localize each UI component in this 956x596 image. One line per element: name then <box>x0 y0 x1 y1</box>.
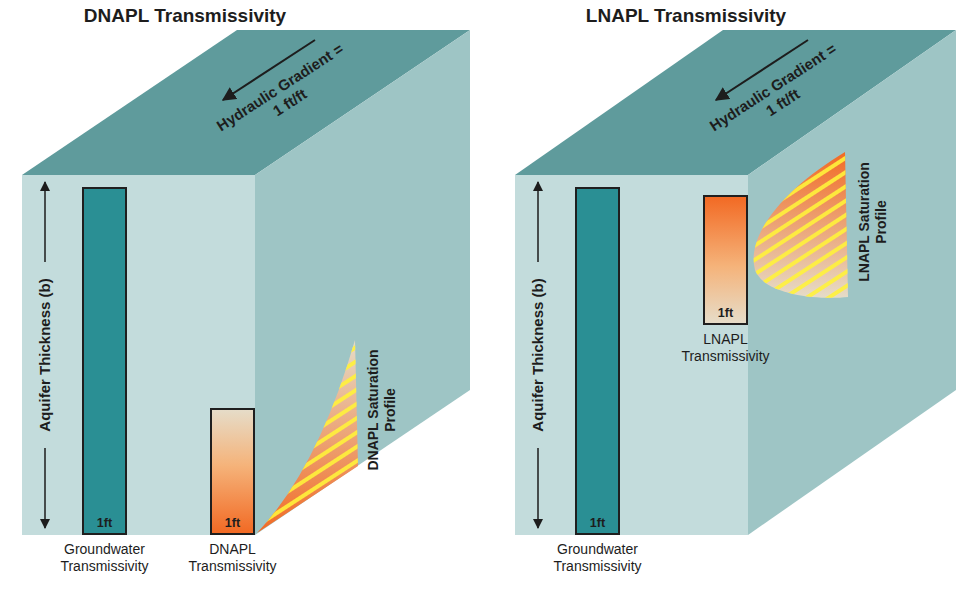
dnapl-column: 1ftDNAPL Transmissivity <box>210 408 255 535</box>
gradient-label: Hydraulic Gradient = 1 ft/ft <box>211 39 358 152</box>
thickness-label: 1ft <box>577 516 618 530</box>
dnapl-saturation-profile <box>257 340 358 533</box>
thickness-label: 1ft <box>705 306 746 320</box>
column-caption: Groundwater Transmissivity <box>542 541 654 575</box>
thickness-arrow <box>44 448 46 528</box>
groundwater-column: 1ftGroundwater Transmissivity <box>82 187 127 535</box>
column-caption: LNAPL Transmissivity <box>670 331 782 365</box>
thickness-label: Aquifer Thickness (b) <box>36 278 54 431</box>
thickness-label: 1ft <box>84 516 125 530</box>
column-caption: Groundwater Transmissivity <box>49 541 161 575</box>
lnapl-column: 1ftLNAPL Transmissivity <box>703 195 748 325</box>
thickness-label: Aquifer Thickness (b) <box>529 278 547 431</box>
profile-label: LNAPL Saturation Profile <box>856 152 890 292</box>
gradient-label: Hydraulic Gradient = 1 ft/ft <box>704 39 851 152</box>
lnapl-saturation-profile <box>754 152 848 298</box>
groundwater-column: 1ftGroundwater Transmissivity <box>575 187 620 535</box>
thickness-arrow <box>537 182 539 262</box>
aquifer-front-face <box>22 175 255 535</box>
panel-heading: LNAPL Transmissivity <box>586 5 786 27</box>
saturation-hatching <box>257 340 358 533</box>
saturation-hatching <box>754 152 848 298</box>
panel-heading: DNAPL Transmissivity <box>84 5 286 27</box>
thickness-label: 1ft <box>212 516 253 530</box>
profile-label: DNAPL Saturation Profile <box>365 340 399 480</box>
thickness-arrow <box>537 448 539 528</box>
column-caption: DNAPL Transmissivity <box>177 541 289 575</box>
thickness-arrow <box>44 182 46 262</box>
